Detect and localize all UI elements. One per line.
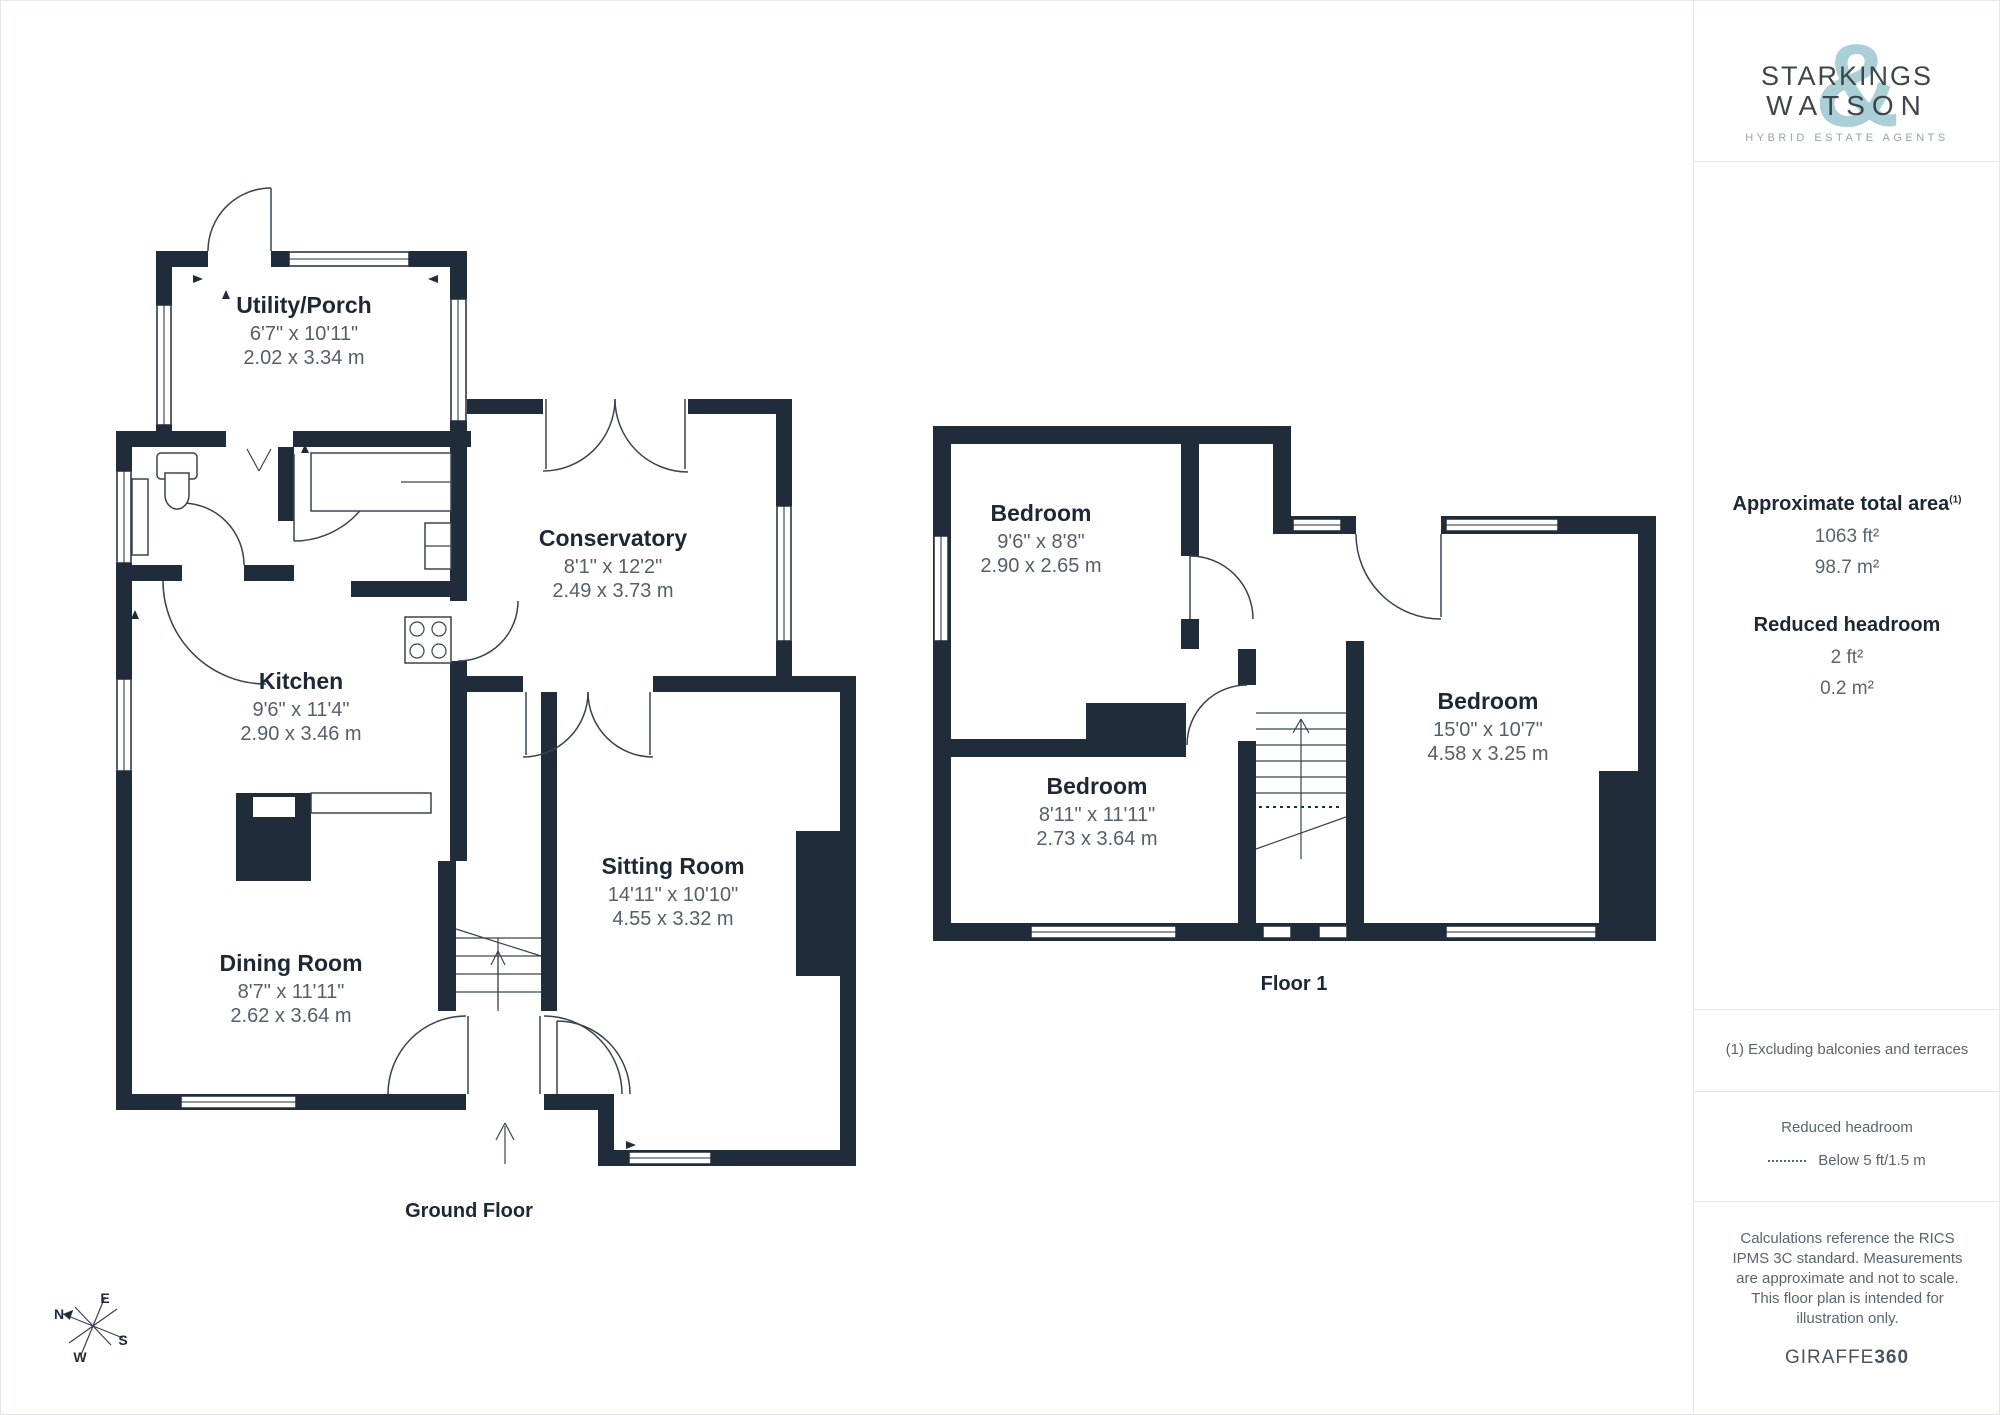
svg-text:8'7" x 11'11": 8'7" x 11'11" <box>238 981 345 1003</box>
reduced-headroom-heading: Reduced headroom <box>1753 614 1941 636</box>
floor1-windows <box>933 518 1597 939</box>
ground-floor-walls <box>116 251 856 1166</box>
svg-text:6'7" x 10'11": 6'7" x 10'11" <box>250 323 358 345</box>
sidebar-divider <box>1694 1201 1999 1202</box>
svg-text:8'11" x 11'11": 8'11" x 11'11" <box>1039 804 1155 826</box>
agency-logo: & STARKINGS WATSON HYBRID ESTATE AGENTS <box>1694 27 1999 149</box>
svg-text:9'6" x 11'4": 9'6" x 11'4" <box>252 699 349 721</box>
floor1-stairs <box>1255 712 1347 859</box>
door-markers <box>131 275 636 1149</box>
stairs-up-arrow-icon <box>490 950 506 1009</box>
svg-text:4.58 x 3.25 m: 4.58 x 3.25 m <box>1427 743 1548 765</box>
sidebar-divider <box>1694 1091 1999 1092</box>
room-label-dining: Dining Room <box>219 950 362 976</box>
room-label-kitchen: Kitchen <box>259 668 343 694</box>
total-area-ft: 1063 ft² <box>1814 526 1880 547</box>
floor1-caption: Floor 1 <box>1261 973 1328 995</box>
room-label-conservatory: Conservatory <box>539 525 687 551</box>
total-area-heading: Approximate total area(1) <box>1732 493 1962 515</box>
room-label-utility: Utility/Porch <box>236 292 371 318</box>
window-sill <box>131 478 149 556</box>
kitchen-counter <box>310 452 452 512</box>
svg-text:2.49 x 3.73 m: 2.49 x 3.73 m <box>552 580 673 602</box>
giraffe360-logo: GIRAFFE360 <box>1784 1347 1910 1368</box>
toilet-icon <box>156 452 198 510</box>
ground-floor-labels: Utility/Porch 6'7" x 10'11" 2.02 x 3.34 … <box>219 292 744 1222</box>
svg-text:2.02 x 3.34 m: 2.02 x 3.34 m <box>243 347 364 369</box>
compass-n: N <box>54 1306 64 1322</box>
sidebar-divider <box>1694 161 1999 162</box>
logo-word-1: STARKINGS <box>1760 61 1934 91</box>
area-stats: Approximate total area(1) 1063 ft² 98.7 … <box>1694 493 1999 709</box>
compass-e: E <box>100 1290 109 1306</box>
total-area-m: 98.7 m² <box>1814 557 1880 578</box>
ground-floor-doors <box>162 187 689 1095</box>
compass-s: S <box>118 1332 127 1348</box>
compass-w: W <box>73 1349 87 1365</box>
compass-rose: N E S W <box>54 1290 128 1365</box>
svg-text:15'0" x 10'7": 15'0" x 10'7" <box>1433 719 1543 741</box>
area-footnote: (1) Excluding balconies and terraces <box>1725 1041 1969 1058</box>
sink-icon <box>424 522 452 570</box>
floor1-doors <box>1186 533 1442 746</box>
svg-text:8'1" x 12'2": 8'1" x 12'2" <box>564 556 663 578</box>
floor1-labels: Bedroom 9'6" x 8'8" 2.90 x 2.65 m Bedroo… <box>980 500 1548 995</box>
floorplan-canvas: Utility/Porch 6'7" x 10'11" 2.02 x 3.34 … <box>54 187 1656 1365</box>
sidebar-divider <box>1694 1009 1999 1010</box>
stairs-up-arrow-icon <box>1292 718 1310 859</box>
room-label-sitting: Sitting Room <box>601 853 744 879</box>
stove-icon <box>404 616 452 664</box>
porch-entry-arrow-icon <box>246 448 272 472</box>
entrance-arrow-icon <box>495 1122 515 1164</box>
reduced-headroom-m: 0.2 m² <box>1820 678 1874 699</box>
svg-text:2.73 x 3.64 m: 2.73 x 3.64 m <box>1036 828 1157 850</box>
room-label-bedroom2: Bedroom <box>1047 773 1148 799</box>
ground-floor-stairs <box>455 928 542 1011</box>
svg-text:9'6" x 8'8": 9'6" x 8'8" <box>997 531 1084 553</box>
reduced-headroom-legend: Reduced headroom Below 5 ft/1.5 m <box>1694 1119 1999 1169</box>
legend-value: Below 5 ft/1.5 m <box>1818 1152 1926 1169</box>
svg-text:2.90 x 2.65 m: 2.90 x 2.65 m <box>980 555 1101 577</box>
svg-text:2.90 x 3.46 m: 2.90 x 3.46 m <box>240 723 361 745</box>
ground-floor-caption: Ground Floor <box>405 1200 533 1222</box>
room-label-bedroom3: Bedroom <box>1438 688 1539 714</box>
logo-tagline: HYBRID ESTATE AGENTS <box>1745 132 1949 144</box>
ground-floor-windows <box>116 251 792 1165</box>
dotted-line-icon <box>1768 1160 1807 1163</box>
logo-ampersand-icon: & <box>1814 20 1900 152</box>
legend-title: Reduced headroom <box>1781 1119 1913 1136</box>
info-sidebar: & STARKINGS WATSON HYBRID ESTATE AGENTS … <box>1693 1 1999 1414</box>
dining-counter <box>310 792 432 814</box>
reduced-headroom-ft: 2 ft² <box>1830 647 1864 668</box>
svg-text:4.55 x 3.32 m: 4.55 x 3.32 m <box>612 908 733 930</box>
disclaimer-text: Calculations reference the RICS IPMS 3C … <box>1732 1230 1963 1327</box>
logo-word-2: WATSON <box>1766 90 1928 121</box>
svg-text:2.62 x 3.64 m: 2.62 x 3.64 m <box>230 1005 351 1027</box>
svg-text:14'11" x 10'10": 14'11" x 10'10" <box>608 884 738 906</box>
room-label-bedroom1: Bedroom <box>991 500 1092 526</box>
